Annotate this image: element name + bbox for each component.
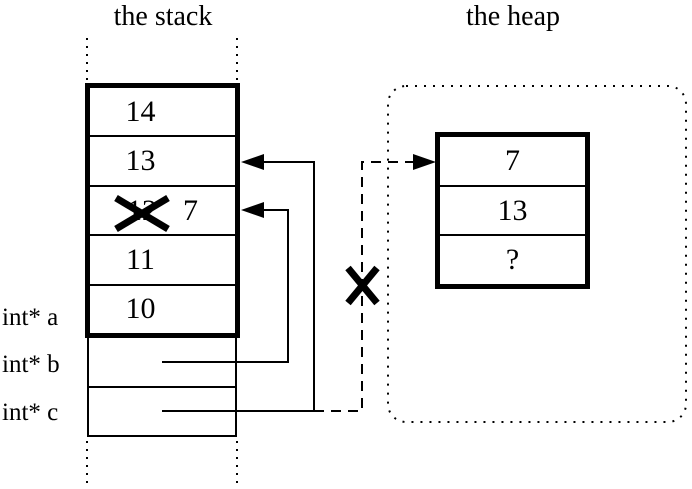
stack-title: the stack	[113, 1, 213, 32]
stack-cell-13: 13	[90, 135, 235, 184]
stack-cell-new-value: 7	[183, 193, 198, 227]
stack-cell-14: 14	[90, 88, 235, 135]
heap-block-box: 7 13 ?	[435, 132, 590, 289]
stack-frame-box: 14 13 12 7 11 10	[85, 83, 240, 338]
heap-cell-7: 7	[440, 137, 585, 185]
stack-cell-value: 11	[126, 242, 155, 276]
heap-cell-value: ?	[505, 243, 520, 277]
heap-cell-value: 7	[505, 143, 520, 177]
stack-cell-b	[89, 338, 235, 386]
stack-cell-11: 11	[90, 234, 235, 283]
cross-out-icon	[114, 194, 170, 232]
var-label-a: int* a	[2, 304, 59, 331]
heap-cell-value: 13	[497, 193, 528, 227]
stack-cell-old-value-wrap: 12	[114, 194, 170, 232]
stack-cell-replaced: 12 7	[90, 184, 235, 234]
heap-cell-unknown: ?	[440, 234, 585, 284]
arrowhead-left-icon	[241, 202, 264, 218]
heap-title: the heap	[465, 1, 561, 32]
stack-cell-10: 10	[90, 283, 235, 333]
heap-cell-13: 13	[440, 184, 585, 235]
stack-cell-c	[89, 385, 235, 436]
var-label-b: int* b	[2, 351, 60, 378]
var-label-c: int* c	[2, 399, 59, 426]
arrowhead-right-icon	[413, 154, 436, 170]
stack-cell-value: 10	[125, 292, 156, 326]
arrowhead-left-icon	[241, 154, 264, 170]
stack-cell-value: 13	[125, 144, 156, 178]
pointer-variable-cells	[87, 338, 237, 437]
dangling-cross-icon	[345, 265, 380, 306]
stack-cell-value: 14	[125, 94, 156, 128]
dangling-pointer-line	[314, 161, 416, 412]
